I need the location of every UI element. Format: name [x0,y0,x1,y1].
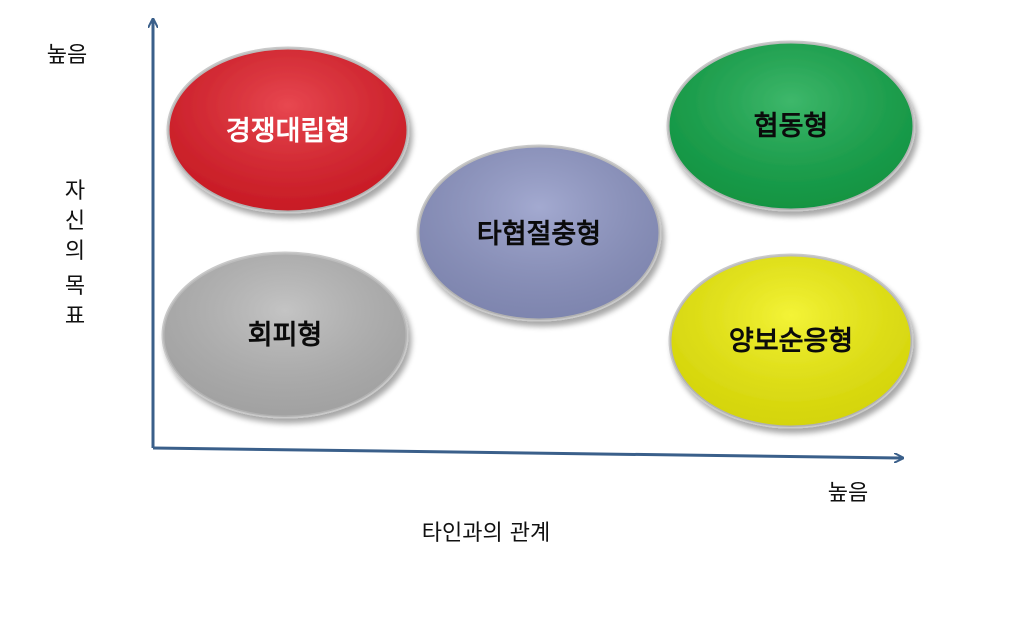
y-axis-label-char: 자 [65,179,85,204]
style-label-accommodating: 양보순응형 [729,326,853,357]
style-label-compromising: 타협절충형 [477,219,601,250]
y-axis-high-label: 높음 [47,43,87,68]
style-node-avoiding [161,251,409,419]
style-label-collaborating: 협동형 [754,111,829,142]
y-axis-label-char: 신 [65,209,85,234]
x-axis-high-label: 높음 [828,481,868,506]
style-node-competing [166,46,410,214]
style-node-compromising [416,144,662,322]
style-node-collaborating [666,40,916,212]
style-node-accommodating [668,253,914,429]
style-label-competing: 경쟁대립형 [226,116,350,147]
y-axis-label-char: 의 [65,239,85,264]
y-axis-label-char: 목 [65,274,85,299]
x-axis-label: 타인과의 관계 [422,521,550,546]
style-label-avoiding: 회피형 [248,320,323,351]
x-axis [152,446,902,458]
y-axis-label-char: 표 [65,304,85,329]
